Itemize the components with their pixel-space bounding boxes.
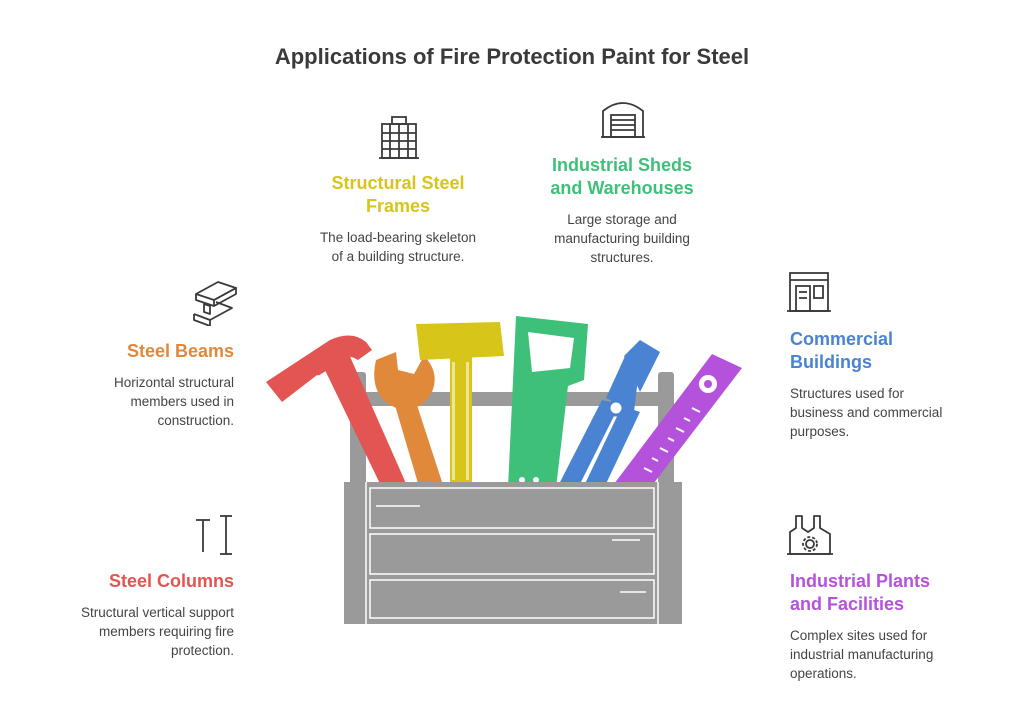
page-title: Applications of Fire Protection Paint fo… xyxy=(274,44,750,69)
wrench-icon xyxy=(374,352,444,490)
industrial-sheds-heading: Industrial Sheds and Warehouses xyxy=(550,155,694,198)
industrial-plants-block: Industrial Plants and Facilities Complex… xyxy=(790,570,970,683)
i-beam-icon xyxy=(193,281,237,326)
column-icon xyxy=(196,515,232,555)
industrial-plants-description: Complex sites used for industrial manufa… xyxy=(790,628,934,681)
storefront-icon xyxy=(787,272,831,312)
steel-columns-heading: Steel Columns xyxy=(108,571,234,591)
pliers-icon xyxy=(558,340,660,488)
steel-columns-description: Structural vertical support members requ… xyxy=(80,605,234,658)
industrial-sheds-block: Industrial Sheds and Warehouses Large st… xyxy=(532,154,712,267)
level-icon xyxy=(614,354,742,496)
mallet-icon xyxy=(416,322,504,488)
structural-frames-heading: Structural Steel Frames xyxy=(331,173,465,216)
saw-icon xyxy=(508,316,588,488)
building-grid-icon xyxy=(379,116,419,159)
commercial-buildings-description: Structures used for business and commerc… xyxy=(790,386,943,439)
structural-frames-description: The load-bearing skeleton of a building … xyxy=(319,230,477,264)
industrial-plants-heading: Industrial Plants and Facilities xyxy=(790,571,931,614)
steel-columns-block: Steel Columns Structural vertical suppor… xyxy=(60,570,234,660)
steel-beams-description: Horizontal structural members used in co… xyxy=(113,375,234,428)
industrial-sheds-description: Large storage and manufacturing building… xyxy=(554,212,690,265)
toolbox-body xyxy=(343,482,682,624)
steel-beams-block: Steel Beams Horizontal structural member… xyxy=(96,340,234,430)
hammer-icon xyxy=(266,335,408,492)
commercial-buildings-block: Commercial Buildings Structures used for… xyxy=(790,328,970,441)
steel-beams-heading: Steel Beams xyxy=(126,341,234,361)
commercial-buildings-heading: Commercial Buildings xyxy=(790,329,894,372)
structural-frames-block: Structural Steel Frames The load-bearing… xyxy=(300,172,496,266)
warehouse-icon xyxy=(601,102,645,138)
factory-icon xyxy=(787,515,833,555)
